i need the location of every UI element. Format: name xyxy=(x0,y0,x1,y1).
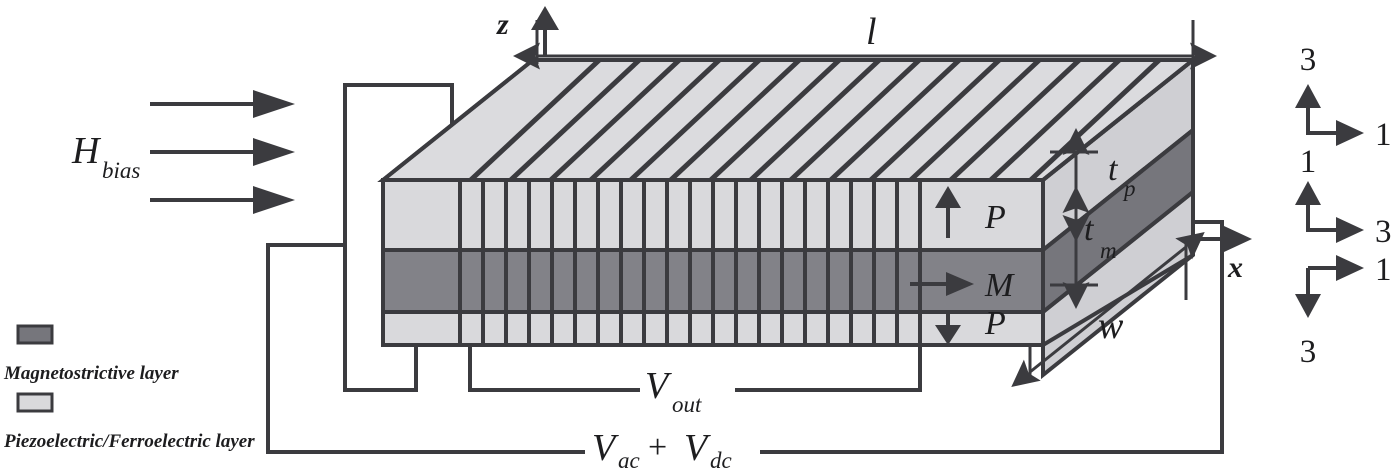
mode-3-down-label: 3 xyxy=(1300,334,1317,370)
h-bias-label: H xyxy=(71,130,102,172)
vout-subscript: out xyxy=(672,392,702,417)
vac-label: V xyxy=(592,427,619,468)
wire-top-electrode xyxy=(343,83,454,392)
dimension-tp-label: t xyxy=(1108,151,1119,188)
front-electrode-lines xyxy=(458,180,922,345)
dimension-width-group: w xyxy=(1011,231,1205,388)
axis-x-label: x xyxy=(1227,251,1243,284)
h-bias-field-group: H bias xyxy=(71,90,295,214)
mode-3-right-arrow-head xyxy=(1336,255,1364,281)
mode-3-right-label: 1 xyxy=(1375,252,1392,288)
mode-2-right-arrow-head xyxy=(1336,217,1364,243)
h-bias-arrow-1-head xyxy=(253,90,295,118)
legend-label-piezoelectric: Piezoelectric/Ferroelectric layer xyxy=(3,431,255,452)
top-polarization-arrow-head xyxy=(935,186,961,208)
mode-indicator-3: 1 3 xyxy=(1295,252,1392,370)
legend-label-magnetostrictive: Magnetostrictive layer xyxy=(3,363,179,384)
front-layer-boundaries xyxy=(381,178,1045,347)
axis-x-arrow-head xyxy=(1224,226,1252,252)
dimension-width-label: w xyxy=(1098,305,1124,347)
mode-1-right-arrow-head xyxy=(1336,120,1364,146)
wire-bottom-electrode xyxy=(468,345,640,392)
vdrive-plus-sign: + xyxy=(648,429,667,466)
bottom-polarization-arrow-head xyxy=(935,325,961,345)
h-bias-subscript: bias xyxy=(102,158,140,183)
vdc-subscript: dc xyxy=(710,448,732,468)
legend-swatch-piezoelectric xyxy=(16,392,54,413)
mode-2-up-arrow-head xyxy=(1295,181,1321,205)
circuit-wiring-group xyxy=(266,83,1224,454)
dimension-width-line xyxy=(1011,231,1205,388)
wire-magnetostrictive-left xyxy=(266,243,585,454)
axis-z-group: z xyxy=(496,6,559,56)
vout-label: V xyxy=(645,365,672,407)
mode-1-up-label: 3 xyxy=(1300,42,1317,78)
layer-direction-annotations: P M P xyxy=(910,186,1015,345)
axis-z-label: z xyxy=(496,8,509,41)
mode-1-up-arrow-head xyxy=(1295,84,1321,108)
vdc-label: V xyxy=(684,427,711,468)
vout-label-group: V out xyxy=(645,365,702,417)
magnetization-arrow-head xyxy=(946,272,974,296)
bottom-polarization-label: P xyxy=(984,305,1006,342)
legend-group: Magnetostrictive layer Piezoelectric/Fer… xyxy=(3,324,255,452)
mode-3-down-arrow-head xyxy=(1295,294,1321,318)
mode-indicator-1: 3 1 1 xyxy=(1295,42,1392,180)
mode-indicator-2: 3 xyxy=(1295,181,1392,250)
mode-1-right-label: 1 xyxy=(1375,117,1392,153)
dimension-tm-label: t xyxy=(1084,211,1095,248)
vac-subscript: ac xyxy=(618,448,640,468)
h-bias-arrow-3-head xyxy=(253,186,295,214)
legend-swatch-magnetostrictive xyxy=(16,324,54,345)
vdrive-label-group: V ac + V dc xyxy=(592,427,732,468)
dimension-length-label: l xyxy=(866,11,877,53)
mode-1-corner-label: 1 xyxy=(1300,144,1317,180)
h-bias-arrow-2-head xyxy=(253,138,295,166)
top-polarization-label: P xyxy=(984,199,1006,236)
dimension-tm-subscript: m xyxy=(1100,238,1117,263)
magnetization-label: M xyxy=(984,267,1015,304)
mode-2-right-label: 3 xyxy=(1375,214,1392,250)
axis-x-group: x xyxy=(1196,226,1252,284)
wire-vout-right xyxy=(735,345,922,392)
dimension-tp-subscript: p xyxy=(1122,176,1136,201)
axis-z-arrow-head xyxy=(531,6,559,30)
